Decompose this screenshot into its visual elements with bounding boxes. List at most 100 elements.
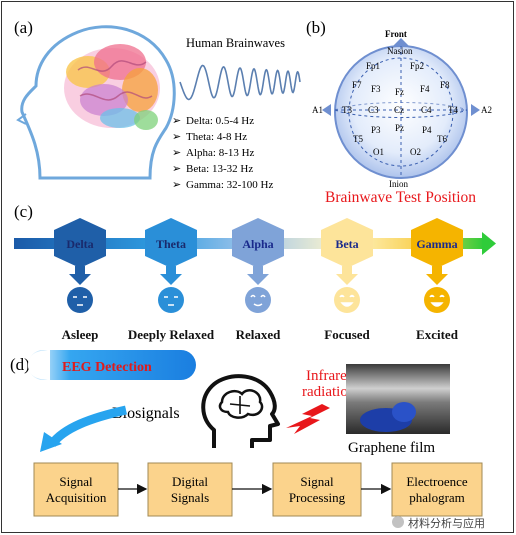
- ear-a1: A1: [312, 105, 323, 115]
- state-label-focused: Focused: [324, 327, 370, 342]
- electrode-fp1: Fp1: [366, 61, 380, 71]
- face-features: [73, 296, 87, 306]
- electrode-p3: P3: [371, 125, 381, 135]
- flow-digital-line2: Signals: [171, 490, 209, 505]
- nose-marker: [393, 38, 409, 46]
- electrode-o1: O1: [373, 147, 384, 157]
- flow-box-processing: [272, 462, 362, 517]
- wave-hexagon-gamma: [411, 218, 463, 268]
- electrode-cz: Cz: [394, 105, 404, 115]
- infrared-lightning-icon: [286, 404, 330, 434]
- band-bullet: ➢: [172, 115, 181, 127]
- electrode-map: [322, 45, 480, 179]
- wave-name-alpha: Alpha: [242, 237, 273, 251]
- face-icon-asleep: [67, 287, 93, 313]
- brainwave-test-caption: Brainwave Test Position: [325, 189, 476, 206]
- face-features: [250, 294, 266, 307]
- face-features: [429, 294, 445, 307]
- graphene-film-label: Graphene film: [348, 440, 435, 456]
- graphene-film-photo: [346, 364, 450, 434]
- electrode-o2: O2: [410, 147, 421, 157]
- electrode-t4: T4: [448, 105, 458, 115]
- head-brain-icon: [201, 374, 280, 448]
- panel-b-label: (b): [306, 18, 326, 37]
- wave-name-delta: Delta: [66, 237, 93, 251]
- face-features: [339, 294, 355, 307]
- wave-hexagon-theta: [145, 218, 197, 268]
- state-label-deeply-relaxed: Deeply Relaxed: [128, 327, 215, 342]
- eeg-detection-badge: EEG Detection: [28, 350, 196, 380]
- biosignals-label: Biosignals: [112, 405, 180, 422]
- state-label-asleep: Asleep: [62, 327, 99, 342]
- band-beta: Beta: 13-32 Hz: [186, 163, 253, 175]
- wave-arrow-beta: [336, 266, 358, 285]
- wave-arrow-gamma: [426, 266, 448, 285]
- electrode-p4: P4: [422, 125, 432, 135]
- flow-processing-line1: Signal: [300, 474, 334, 489]
- biosignal-arrow: [40, 405, 127, 452]
- wave-hexagon-delta: [54, 218, 106, 268]
- wave-arrow-alpha: [247, 266, 269, 285]
- brainwaves-title: Human Brainwaves: [186, 36, 285, 50]
- flow-box-acquisition: [33, 462, 119, 517]
- electrode-fz: Fz: [395, 87, 404, 97]
- band-bullet: ➢: [172, 147, 181, 159]
- front-label: Front: [385, 29, 407, 39]
- face-icon-excited: [424, 287, 450, 313]
- wave-name-gamma: Gamma: [416, 237, 457, 251]
- brain-illustration: [64, 44, 160, 130]
- flow-eeg-line2: phalogram: [409, 490, 465, 505]
- head-silhouette: [16, 25, 176, 180]
- electrode-f3: F3: [371, 84, 381, 94]
- flow-acquisition-line2: Acquisition: [46, 490, 107, 505]
- panel-d-label: (d): [10, 355, 30, 374]
- flow-box-eeg: [391, 462, 483, 517]
- wave-name-beta: Beta: [335, 237, 358, 251]
- flow-box-digital: [147, 462, 233, 517]
- wave-arrow-delta: [69, 266, 91, 285]
- eeg-detection-text: EEG Detection: [62, 360, 152, 375]
- watermark-text: 材料分析与应用: [408, 516, 485, 530]
- electrode-t3: T3: [342, 105, 352, 115]
- band-delta: Delta: 0.5-4 Hz: [186, 115, 254, 127]
- infrared-line1: Infrared: [306, 368, 355, 384]
- band-bullet: ➢: [172, 163, 181, 175]
- band-alpha: Alpha: 8-13 Hz: [186, 147, 255, 159]
- electrode-f8: F8: [440, 80, 450, 90]
- inion-label: Inion: [389, 179, 408, 189]
- band-gamma: Gamma: 32-100 Hz: [186, 179, 273, 191]
- electrode-pz: Pz: [395, 123, 404, 133]
- electrode-c3: C3: [368, 105, 379, 115]
- face-icon-focused: [334, 287, 360, 313]
- electrode-labels: Nasion Fp1 Fp2 F7 F3 Fz F4 F8 A1 T3 C3 C…: [312, 46, 492, 189]
- brainwave-signal: [179, 64, 301, 101]
- electrode-c4: C4: [421, 105, 432, 115]
- flow-processing-line2: Processing: [289, 490, 346, 505]
- wave-hexagon-alpha: [232, 218, 284, 268]
- panel-a-label: (a): [14, 18, 33, 37]
- wave-arrow-theta: [160, 266, 182, 285]
- infrared-line2: radiation: [302, 384, 356, 400]
- panel-c-label: (c): [14, 202, 33, 221]
- face-icon-relaxed: [245, 287, 271, 313]
- electrode-t6: T6: [437, 134, 447, 144]
- state-label-excited: Excited: [416, 327, 459, 342]
- electrode-fp2: Fp2: [410, 61, 424, 71]
- electrode-f7: F7: [352, 80, 362, 90]
- state-label-relaxed: Relaxed: [236, 327, 282, 342]
- band-bullet: ➢: [172, 131, 181, 143]
- face-features: [164, 296, 178, 306]
- flow-eeg-line1: Electroence: [406, 474, 468, 489]
- flow-acquisition-line1: Signal: [59, 474, 93, 489]
- band-bullet: ➢: [172, 179, 181, 191]
- electrode-f4: F4: [420, 84, 430, 94]
- flow-digital-line1: Digital: [172, 474, 208, 489]
- watermark: 材料分析与应用: [392, 516, 485, 530]
- electrode-t5: T5: [353, 134, 363, 144]
- wave-hexagon-beta: [321, 218, 373, 268]
- band-list: ➢ Delta: 0.5-4 Hz ➢ Theta: 4-8 Hz ➢ Alph…: [172, 115, 273, 191]
